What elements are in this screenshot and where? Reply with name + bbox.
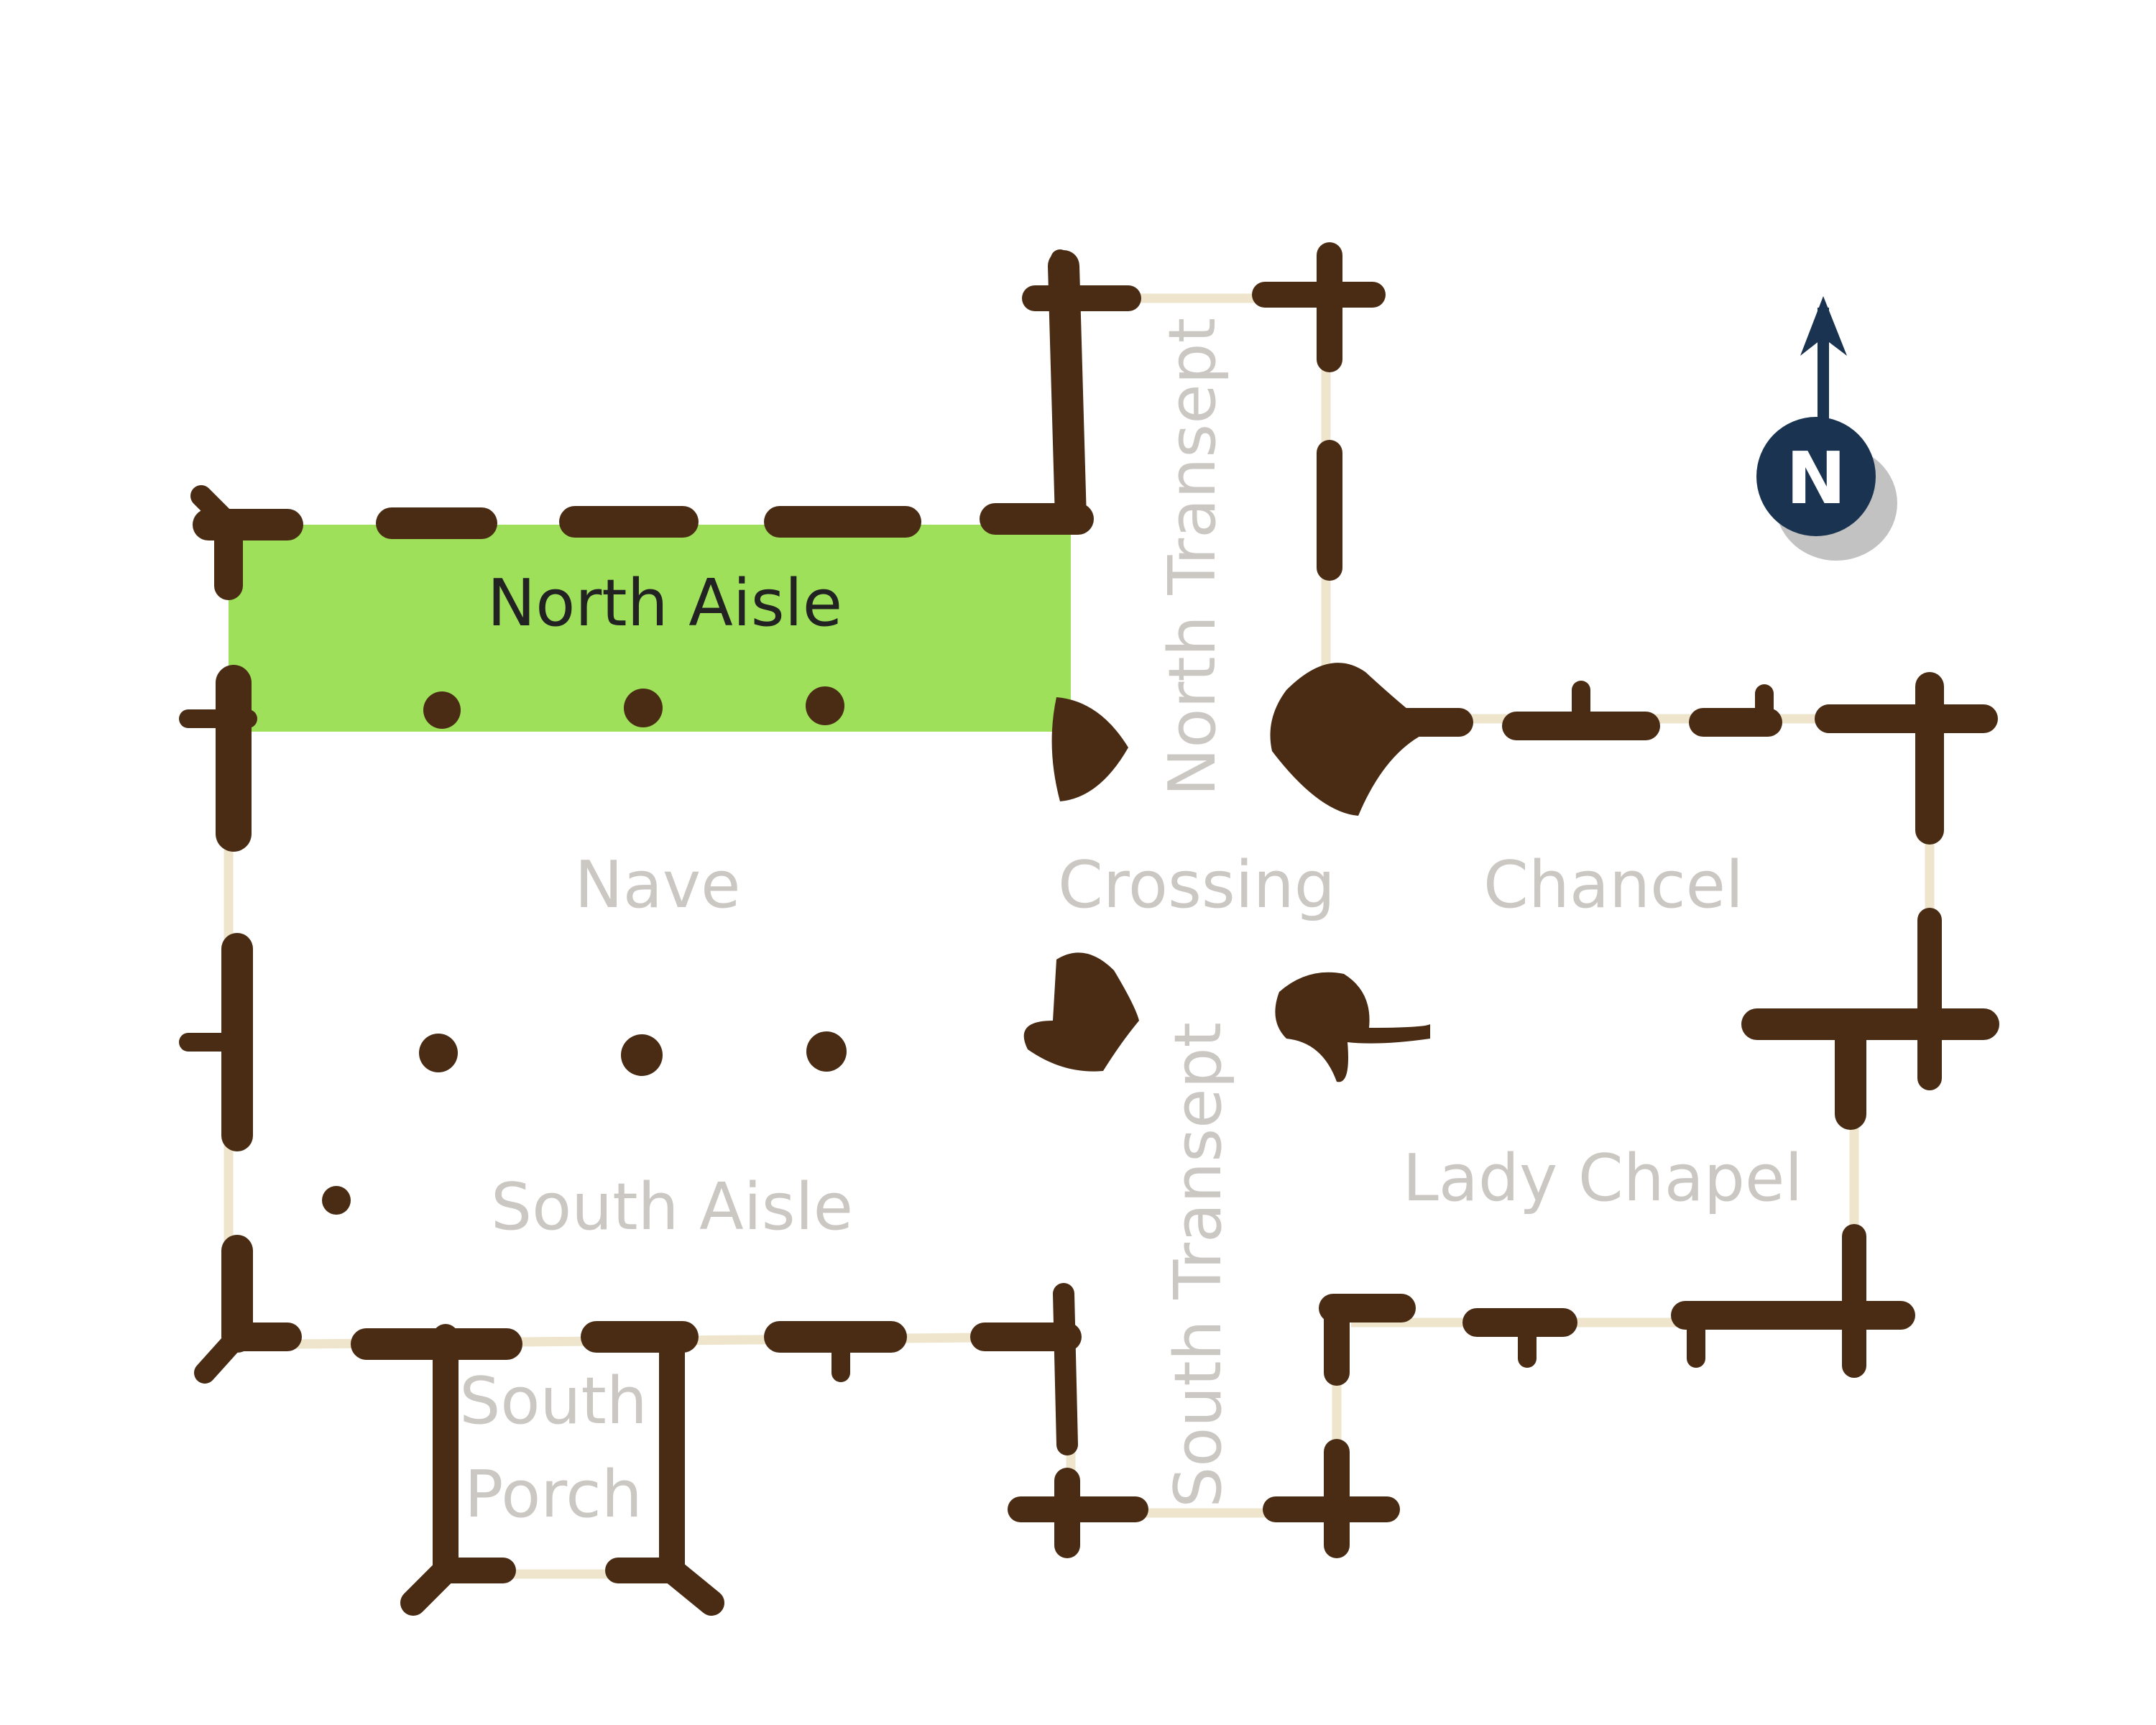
north-aisle-label: North Aisle [487, 566, 842, 641]
south-porch-label-line1: South [459, 1363, 648, 1439]
chancel-label: Chancel [1483, 847, 1743, 923]
compass-letter: N [1786, 436, 1846, 520]
north-arrow-icon: N [1756, 296, 1897, 561]
nave-label: Nave [574, 847, 740, 923]
south-porch-label-line2: Porch [464, 1457, 642, 1532]
lady-chapel-label: Lady Chapel [1403, 1141, 1803, 1216]
south-aisle-label: South Aisle [491, 1169, 853, 1245]
crossing-label: Crossing [1058, 847, 1335, 923]
columns [322, 686, 847, 1215]
church-walls [179, 242, 1999, 1616]
north-transept-label: North Transept [1155, 318, 1230, 796]
south-transept-label: South Transept [1161, 1022, 1236, 1508]
